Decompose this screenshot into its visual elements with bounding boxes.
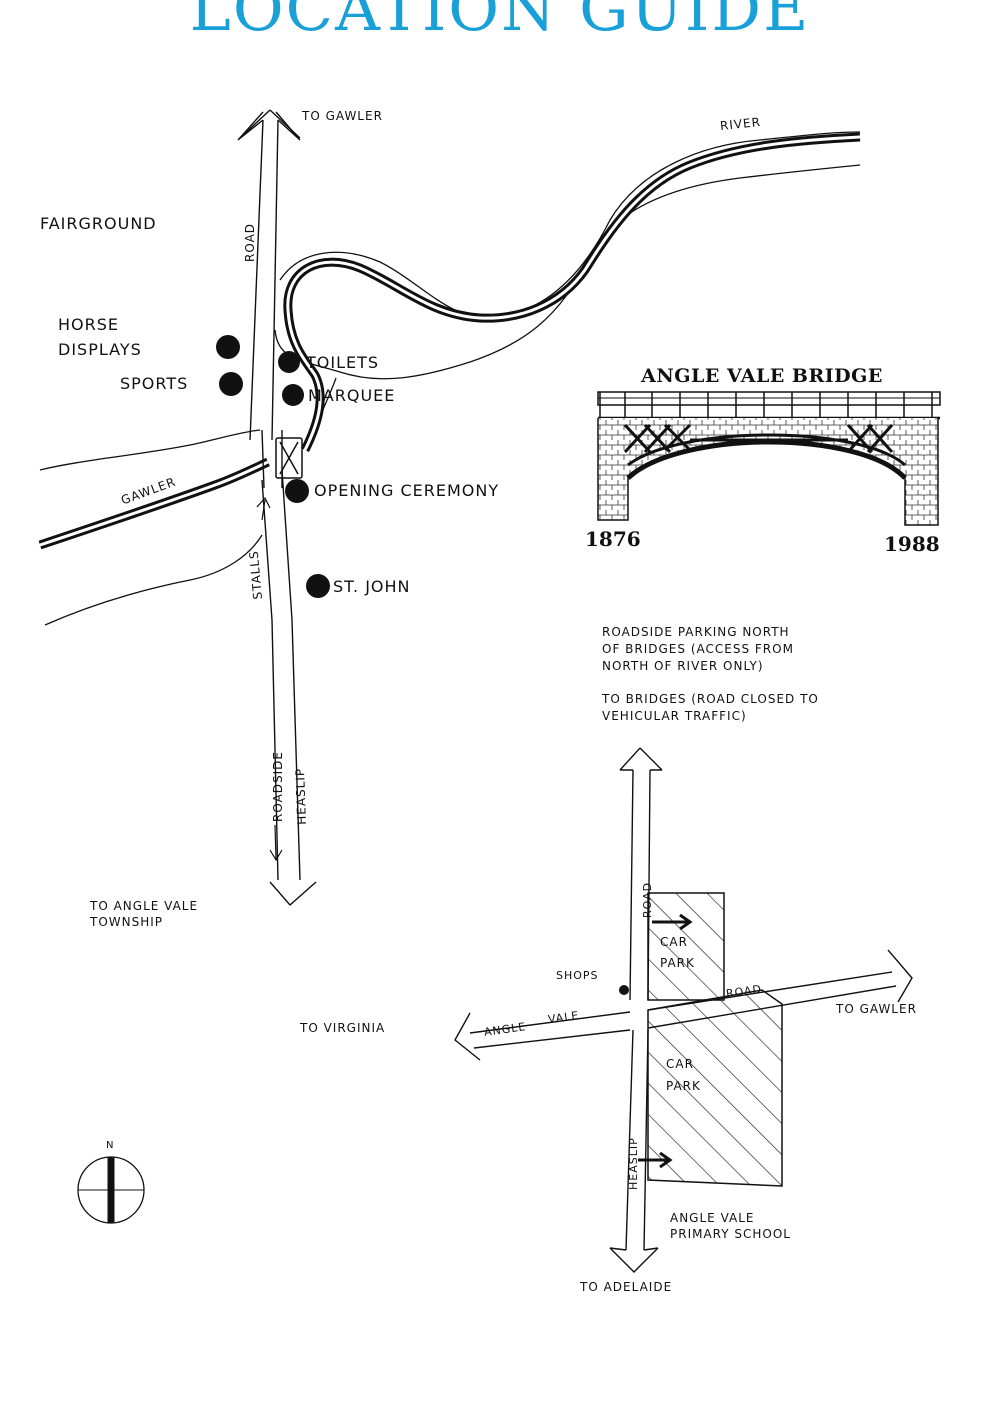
river-outer-banks <box>39 131 861 626</box>
car-park-north-line1: CAR <box>660 935 688 949</box>
small-bridge <box>275 437 303 479</box>
horse-displays-marker <box>216 335 240 359</box>
to-gawler-label-lower: TO GAWLER <box>836 1002 917 1016</box>
marquee-marker <box>282 384 304 406</box>
to-adelaide-label: TO ADELAIDE <box>580 1280 673 1294</box>
bridges-note-line2: VEHICULAR TRAFFIC) <box>602 709 747 723</box>
bridge-title: ANGLE VALE BRIDGE <box>641 365 883 387</box>
bridge-year-start: 1876 <box>585 527 641 551</box>
angle-vale-road <box>454 949 913 1061</box>
bridge-year-end: 1988 <box>884 532 940 556</box>
shops-label: SHOPS <box>556 969 599 982</box>
to-virginia-label: TO VIRGINIA <box>300 1021 386 1035</box>
horse-label-line1: HORSE <box>58 315 120 334</box>
school-label-line1: ANGLE VALE <box>670 1211 755 1225</box>
heaslip-road-lower <box>609 747 663 1273</box>
car-park-arrows <box>638 913 693 1169</box>
heaslip-label-lower: HEASLIP <box>627 1137 640 1190</box>
river-channel <box>38 132 861 550</box>
car-parks <box>647 892 783 1187</box>
page-title: LOCATION GUIDE <box>189 0 811 45</box>
opening-ceremony-marker <box>285 479 309 503</box>
car-park-north-line2: PARK <box>660 956 695 970</box>
upper-road <box>237 109 317 906</box>
road-label-upper: ROAD <box>243 222 257 262</box>
bridges-note-line1: TO BRIDGES (ROAD CLOSED TO <box>602 692 819 706</box>
parking-note-line3: NORTH OF RIVER ONLY) <box>602 659 764 673</box>
roadside-arrows <box>256 496 283 862</box>
sports-label: SPORTS <box>120 374 189 393</box>
parking-note-line2: OF BRIDGES (ACCESS FROM <box>602 642 794 656</box>
to-gawler-label-upper: TO GAWLER <box>302 109 383 123</box>
shops-marker <box>619 985 629 995</box>
st-john-marker <box>306 574 330 598</box>
toilets-label: TOILETS <box>306 353 380 372</box>
road-label-lower: ROAD <box>641 881 654 918</box>
heaslip-label-upper: HEASLIP <box>293 767 309 826</box>
school-label-line2: PRIMARY SCHOOL <box>670 1227 791 1241</box>
car-park-south <box>647 989 783 1187</box>
car-park-south-line2: PARK <box>666 1079 701 1093</box>
to-township-line2: TOWNSHIP <box>90 915 164 929</box>
to-township-line1: TO ANGLE VALE <box>90 899 199 913</box>
fairground-label: FAIRGROUND <box>40 214 157 233</box>
st-john-label: ST. JOHN <box>333 577 411 596</box>
toilets-marker <box>278 351 300 373</box>
parking-note-line1: ROADSIDE PARKING NORTH <box>602 625 790 639</box>
roadside-label: ROADSIDE <box>271 751 285 822</box>
horse-label-line2: DISPLAYS <box>58 340 142 359</box>
compass-north-label: N <box>106 1140 115 1151</box>
bridge-illustration <box>597 391 941 526</box>
map-markers <box>216 335 330 598</box>
north-compass-icon <box>77 1156 145 1224</box>
opening-ceremony-label: OPENING CEREMONY <box>314 481 500 500</box>
marquee-label: MARQUEE <box>308 386 396 405</box>
sports-marker <box>219 372 243 396</box>
car-park-south-line1: CAR <box>666 1057 694 1071</box>
